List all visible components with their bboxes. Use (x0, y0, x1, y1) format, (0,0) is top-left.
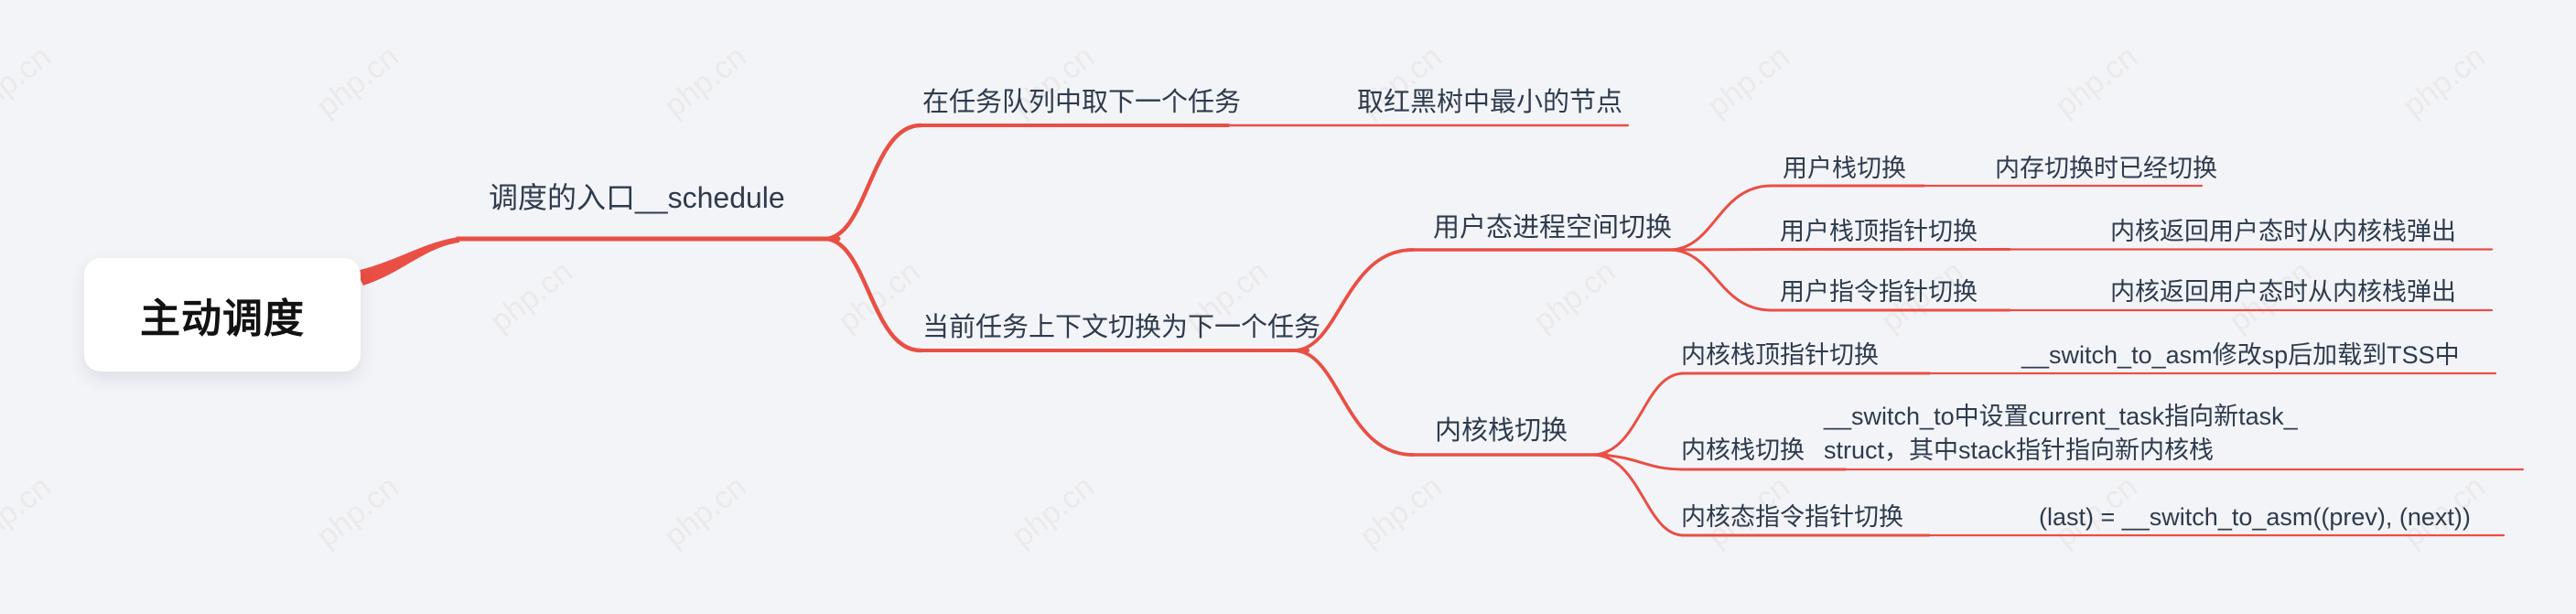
node-user-ip-note[interactable]: 内核返回用户态时从内核栈弹出 (2110, 278, 2456, 306)
node-kernel-ip-note[interactable]: (last) = __switch_to_asm((prev), (next)) (2039, 503, 2471, 531)
watermark-text: php.cn (2570, 253, 2576, 339)
watermark-text: php.cn (0, 38, 58, 124)
watermark-text: php.cn (309, 38, 405, 124)
node-kernel-stack-branch[interactable]: 内核栈切换 (1435, 416, 1568, 446)
root-branch (356, 237, 459, 285)
watermark-text: php.cn (831, 253, 927, 339)
watermark-text: php.cn (1526, 253, 1622, 339)
node-user-ip-switch[interactable]: 用户指令指针切换 (1780, 278, 1978, 306)
node-user-space-switch[interactable]: 用户态进程空间切换 (1433, 213, 1673, 242)
node-kernel-sp-switch[interactable]: 内核栈顶指针切换 (1681, 341, 1879, 369)
node-user-stack-note[interactable]: 内存切换时已经切换 (1995, 155, 2217, 182)
watermark-text: php.cn (2048, 38, 2144, 124)
watermark-text: php.cn (1700, 38, 1796, 124)
watermark-text: php.cn (1353, 469, 1449, 555)
root-node[interactable]: 主动调度 (84, 258, 361, 372)
watermark-text: php.cn (0, 469, 58, 555)
watermark-text: php.cn (309, 469, 405, 555)
node-schedule-entry[interactable]: 调度的入口__schedule (489, 181, 785, 214)
watermark-text: php.cn (2396, 38, 2492, 124)
watermark-text: php.cn (657, 38, 753, 124)
node-take-next-task[interactable]: 在任务队列中取下一个任务 (922, 88, 1242, 117)
watermark-text: php.cn (657, 469, 753, 555)
node-user-sp-note[interactable]: 内核返回用户态时从内核栈弹出 (2110, 218, 2456, 245)
root-node-label: 主动调度 (140, 296, 305, 341)
node-kernel-sp-note[interactable]: __switch_to_asm修改sp后加载到TSS中 (2021, 341, 2460, 369)
watermark-text: php.cn (483, 253, 579, 339)
node-kernel-ip-switch[interactable]: 内核态指令指针切换 (1681, 503, 1903, 531)
node-user-stack-switch[interactable]: 用户栈切换 (1783, 155, 1906, 182)
node-kernel-stack-note[interactable]: __switch_to中设置current_task指向新task_ struc… (1824, 403, 2298, 464)
node-rbtree-min-note[interactable]: 取红黑树中最小的节点 (1357, 88, 1623, 117)
node-context-switch[interactable]: 当前任务上下文切换为下一个任务 (922, 313, 1321, 342)
node-user-sp-switch[interactable]: 用户栈顶指针切换 (1780, 218, 1978, 245)
watermark-text: php.cn (1005, 469, 1101, 555)
node-kernel-stack-switch[interactable]: 内核栈切换 (1681, 436, 1805, 464)
